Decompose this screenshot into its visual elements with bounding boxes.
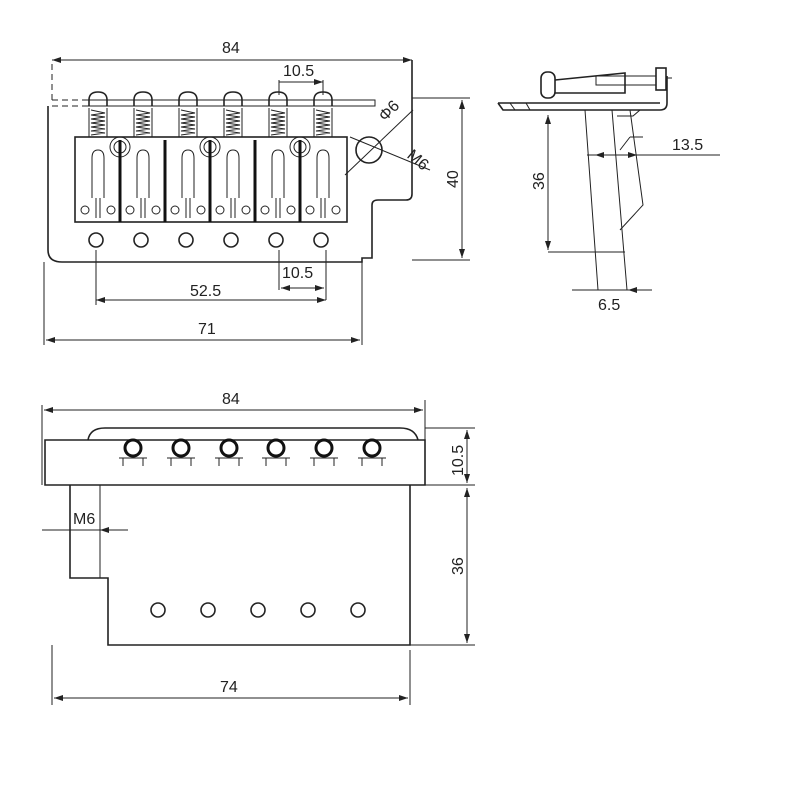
- top-view: 84 10.5 Φ6 M6 40 10.5 52.5 71: [43, 40, 470, 345]
- dim-36-side: 36: [531, 172, 548, 190]
- saddle-base: [310, 457, 338, 466]
- screw-head: [133, 91, 153, 106]
- mounting-hole: [133, 232, 149, 248]
- spring-guide: [133, 108, 153, 137]
- saddle-base: [262, 457, 290, 466]
- saddle-slot: [181, 149, 195, 218]
- saddle-hole: [241, 205, 251, 215]
- dim-6-5: 6.5: [598, 297, 620, 314]
- dim-36-front: 36: [450, 557, 467, 575]
- dim-40: 40: [445, 170, 462, 188]
- mounting-hole: [223, 232, 239, 248]
- spring-guide: [223, 108, 243, 137]
- saddle-roller: [266, 438, 286, 458]
- spring-icon: [225, 109, 241, 136]
- dim-front-10-5: 10.5: [450, 445, 467, 476]
- saddle-base: [358, 457, 386, 466]
- dim-52-5: 52.5: [190, 283, 221, 300]
- screw-head: [268, 91, 288, 106]
- saddle-slot: [316, 149, 330, 218]
- saddle-hole: [151, 205, 161, 215]
- saddle-roller: [314, 438, 334, 458]
- mounting-hole: [88, 232, 104, 248]
- screw-head: [88, 91, 108, 106]
- mounting-hole: [178, 232, 194, 248]
- spring-hole: [300, 602, 316, 618]
- spring-guide: [313, 108, 333, 137]
- saddle-hole: [170, 205, 180, 215]
- saddle-hole: [125, 205, 135, 215]
- saddle-hole: [286, 205, 296, 215]
- mounting-hole: [313, 232, 329, 248]
- dim-front-84: 84: [222, 391, 240, 408]
- spring-hole: [250, 602, 266, 618]
- spring-hole: [150, 602, 166, 618]
- saddle-slot: [136, 149, 150, 218]
- spring-icon: [270, 109, 286, 136]
- dim-m6-top: M6: [404, 147, 432, 174]
- saddle-slot: [226, 149, 240, 218]
- dim-top-10-5: 10.5: [283, 63, 314, 80]
- dim-74: 74: [220, 679, 238, 696]
- saddle-hole: [260, 205, 270, 215]
- dim-m6-front: M6: [73, 511, 95, 528]
- spring-hole: [350, 602, 366, 618]
- spring-icon: [180, 109, 196, 136]
- saddle-hole: [215, 205, 225, 215]
- dim-top-84: 84: [222, 40, 240, 57]
- screw-head: [178, 91, 198, 106]
- saddle-roller: [362, 438, 382, 458]
- saddle-roller: [171, 438, 191, 458]
- saddle-hole: [196, 205, 206, 215]
- spring-guide: [268, 108, 288, 137]
- spring-guide: [88, 108, 108, 137]
- dim-13-5: 13.5: [672, 137, 703, 154]
- side-view: 13.5 36 6.5: [497, 67, 720, 314]
- spring-hole: [200, 602, 216, 618]
- saddle-hole: [305, 205, 315, 215]
- mounting-hole: [268, 232, 284, 248]
- saddle-base: [167, 457, 195, 466]
- dim-phi6: Φ6: [376, 97, 403, 124]
- saddle-roller: [219, 438, 239, 458]
- saddle-hole: [106, 205, 116, 215]
- screw-head: [223, 91, 243, 106]
- saddle-hole: [80, 205, 90, 215]
- saddle-base: [119, 457, 147, 466]
- dim-71: 71: [198, 321, 216, 338]
- saddle-slot: [91, 149, 105, 218]
- spring-icon: [135, 109, 151, 136]
- dim-bottom-10-5: 10.5: [282, 265, 313, 282]
- saddle-base: [215, 457, 243, 466]
- front-view: M6 84 10.5 36 74: [41, 391, 475, 705]
- saddle-roller: [123, 438, 143, 458]
- spring-guide: [178, 108, 198, 137]
- saddle-hole: [331, 205, 341, 215]
- spring-icon: [90, 109, 106, 136]
- saddle-slot: [271, 149, 285, 218]
- spring-icon: [315, 109, 331, 136]
